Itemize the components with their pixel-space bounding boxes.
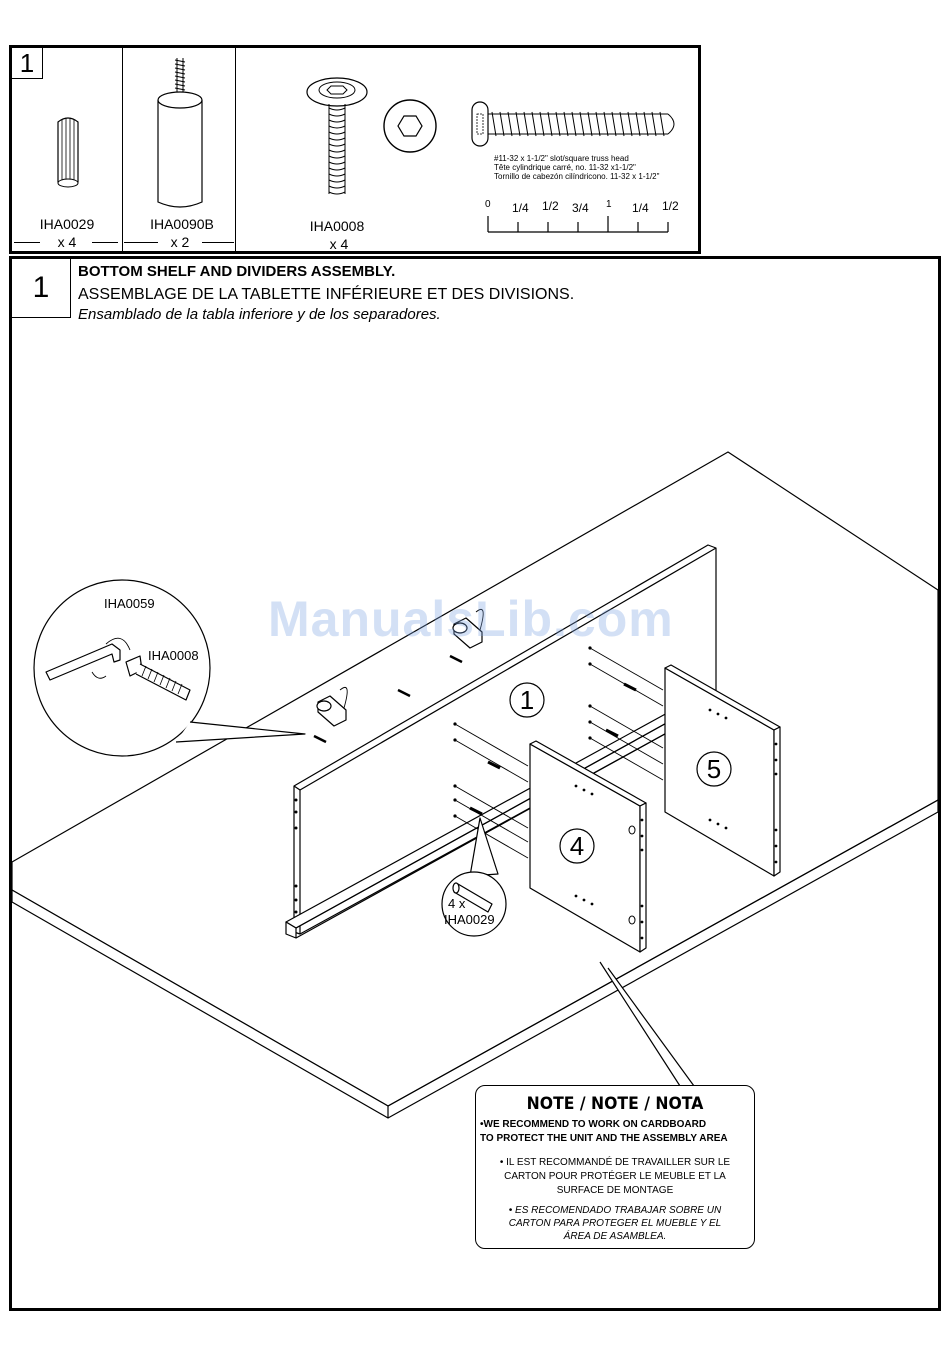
part-code-cam-post: IHA0090B: [150, 216, 214, 232]
measuring-ruler: [487, 216, 669, 233]
note-es-line: • ES RECOMENDADO TRABAJAR SOBRE UN: [508, 1205, 722, 1216]
alignment-lines: [454, 647, 664, 859]
panel-holes: [294, 646, 778, 940]
screw-desc-en: #11-32 x 1-1/2" slot/square truss head: [494, 154, 629, 163]
bolts-diagram: [313, 654, 463, 744]
dowel-callout-qty: 4 x: [448, 896, 466, 911]
part-code-dowel: IHA0029: [39, 216, 95, 232]
dowel-icon: [57, 117, 79, 188]
part-qty-hex-bolt: x 4: [329, 236, 349, 252]
watermark: ManualsLib.com: [268, 591, 674, 647]
panel-label-1: 1: [519, 685, 535, 715]
panel-cam-holes: [628, 825, 636, 925]
panel-number-circles: [509, 682, 732, 864]
note-title: NOTE / NOTE / NOTA: [526, 1094, 704, 1114]
ruler-label: 1/2: [542, 199, 559, 213]
qty-rule: [124, 242, 158, 243]
step-title-en: BOTTOM SHELF AND DIVIDERS ASSEMBLY.: [78, 263, 396, 280]
assembly-step-box: 1 BOTTOM SHELF AND DIVIDERS ASSEMBLY. AS…: [9, 256, 941, 1311]
parts-divider: [235, 48, 236, 251]
ruler-label: 0: [485, 199, 491, 210]
note-es-line: ÁREA DE ASAMBLEA.: [563, 1231, 667, 1242]
note-fr-line: SURFACE DE MONTAGE: [556, 1185, 674, 1196]
parts-list-box: 1 IHA0029 x 4 IHA0090B x 2: [9, 45, 701, 254]
cam-posts-diagram: [316, 608, 484, 727]
qty-rule: [92, 242, 118, 243]
callout-tool-code: IHA0059: [104, 596, 155, 611]
dowel-callout: [441, 817, 507, 937]
note-fr-line: CARTON POUR PROTÉGER LE MEUBLE ET LA: [504, 1171, 726, 1182]
hex-head-top-view-icon: [383, 99, 437, 153]
parts-step-label: 1: [12, 48, 43, 79]
note-es-line: CARTON PARA PROTEGER EL MUEBLE Y EL: [508, 1218, 722, 1229]
part-qty-dowel: x 4: [57, 234, 77, 250]
back-panel-dowels: [469, 682, 637, 816]
dowel-callout-code: IHA0029: [444, 912, 495, 927]
note-fr-line: • IL EST RECOMMANDÉ DE TRAVAILLER SUR LE: [499, 1157, 731, 1168]
cam-post-icon: [157, 58, 203, 208]
step-title-es: Ensamblado de la tabla inferiore y de lo…: [78, 306, 441, 323]
tool-callout: [33, 579, 306, 757]
panel-label-4: 4: [569, 831, 585, 861]
ruler-label: 1/2: [662, 199, 679, 213]
screw-desc-fr: Tête cylindrique carré, no. 11-32 x1-1/2…: [494, 163, 636, 172]
truss-screw-icon: [471, 101, 675, 147]
step-title-fr: ASSEMBLAGE DE LA TABLETTE INFÉRIEURE ET …: [78, 286, 575, 303]
ruler-label: 1/4: [512, 201, 529, 215]
ruler-label: 1/4: [632, 201, 649, 215]
note-box: NOTE / NOTE / NOTA •WE RECOMMEND TO WORK…: [475, 1085, 755, 1249]
screw-desc-es: Tornillo de cabezón cilíndricono. 11-32 …: [494, 172, 660, 181]
note-en-line: TO PROTECT THE UNIT AND THE ASSEMBLY ARE…: [480, 1133, 728, 1144]
parts-divider: [122, 48, 123, 251]
ruler-label: 1: [606, 199, 612, 210]
panel-label-5: 5: [706, 754, 722, 784]
qty-rule: [202, 242, 234, 243]
note-en-line: •WE RECOMMEND TO WORK ON CARDBOARD: [480, 1119, 707, 1130]
part-qty-cam-post: x 2: [170, 234, 190, 250]
step-number: 1: [12, 259, 71, 318]
note-leader: [599, 961, 695, 1087]
hex-bolt-icon: [306, 77, 368, 195]
ruler-label: 3/4: [572, 201, 589, 215]
qty-rule: [14, 242, 40, 243]
callout-bolt-code: IHA0008: [148, 648, 199, 663]
part-code-hex-bolt: IHA0008: [309, 218, 365, 234]
